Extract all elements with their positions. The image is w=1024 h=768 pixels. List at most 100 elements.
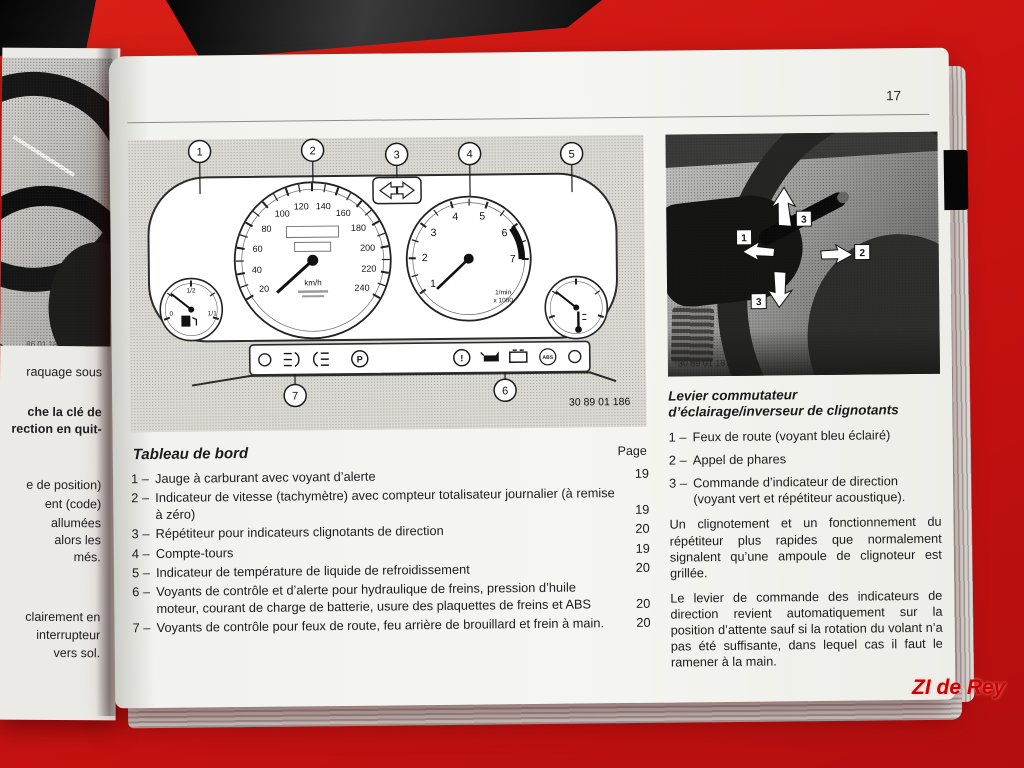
- callout-3: [384, 142, 409, 167]
- background-dark-object-left: [0, 0, 96, 56]
- svg-text:7: 7: [292, 390, 298, 402]
- callout-7: [283, 383, 307, 408]
- callout-1: [187, 139, 212, 164]
- cluster-figure: 20 40 60 80 100 120 140 160 180 200 220 …: [127, 134, 647, 433]
- page-ref: 20: [635, 559, 651, 575]
- tach-unit-label: x 1000: [493, 297, 513, 304]
- svg-text:5: 5: [479, 210, 485, 222]
- svg-text:!: !: [460, 353, 463, 363]
- stalk-label-box: [854, 243, 871, 261]
- svg-text:5: 5: [569, 149, 575, 161]
- svg-text:0: 0: [169, 311, 173, 318]
- tach-redline: [509, 225, 526, 260]
- page-number: 17: [885, 88, 902, 104]
- section-title-levier-commutateur: Levier commutateur d’éclairage/inverseur…: [668, 387, 899, 421]
- figure-number-fragment: 86 01 18: [26, 339, 58, 347]
- fuel-pump-icon: [181, 315, 198, 327]
- callout-5: [559, 141, 584, 166]
- svg-text:ABS: ABS: [542, 355, 553, 361]
- temperature-gauge: [544, 275, 609, 340]
- left-text-fragment: che la clé de: [27, 404, 102, 420]
- page-ref: 20: [636, 595, 651, 611]
- toc-item: 6 –Voyants de contrôle et d’alerte pour …: [132, 579, 651, 616]
- toc-item: 5 –Indicateur de température de liquide …: [131, 559, 651, 581]
- manual-page: 17 20 40 60 80: [108, 47, 956, 709]
- svg-text:240: 240: [354, 283, 369, 293]
- svg-text:1/2: 1/2: [187, 288, 196, 295]
- needle-shape: [12, 134, 76, 177]
- speedometer-gauge: 20 40 60 80 100 120 140 160 180 200 220 …: [233, 181, 392, 340]
- warning-lights-strip: P !: [248, 340, 591, 376]
- body-paragraph: Un clignotement et un fonctionnement du …: [669, 515, 942, 581]
- svg-text:220: 220: [361, 264, 376, 274]
- callout-4: [457, 141, 482, 166]
- stalk-label-box: [750, 293, 767, 310]
- panel-knob-left: [258, 353, 272, 367]
- svg-text:1: 1: [741, 233, 747, 244]
- cluster-base-bracket: [191, 371, 617, 387]
- svg-text:160: 160: [336, 208, 351, 218]
- stalk-label-box: [795, 210, 812, 227]
- stalk-illustration: 3 1 2 3 30 89 01 187: [665, 131, 940, 377]
- svg-text:200: 200: [360, 243, 375, 253]
- svg-text:60: 60: [253, 244, 263, 254]
- body-paragraph: Le levier de commande des indicateurs de…: [670, 588, 943, 670]
- toc-item: 3 –Répétiteur pour indicateurs clignotan…: [131, 520, 650, 542]
- left-text-fragment: ent (code): [44, 496, 102, 512]
- toc-header: Tableau de bord Page: [133, 441, 647, 463]
- svg-text:3: 3: [430, 227, 436, 239]
- left-text-fragment: e de position): [26, 477, 102, 493]
- turn-indicator-arrows-icon: [372, 176, 422, 205]
- svg-text:80: 80: [261, 224, 271, 234]
- toc-item: 7 –Voyants de contrôle pour feux de rout…: [132, 614, 651, 636]
- left-text-fragment: alors les: [54, 532, 101, 548]
- svg-text:120: 120: [294, 201, 309, 211]
- panel-knob-right: [568, 349, 582, 364]
- page-column-header: Page: [617, 443, 647, 459]
- svg-text:4: 4: [467, 149, 473, 161]
- svg-text:2: 2: [309, 145, 315, 157]
- stalk-label-box: [735, 229, 753, 246]
- tachometer-gauge: 1 2 3 4 5 6 7 1/min x 1000: [405, 195, 532, 322]
- svg-text:4: 4: [452, 211, 458, 223]
- left-text-fragment: allumées: [50, 515, 102, 531]
- stalk-callout-arrows: 3 1 2 3: [735, 186, 871, 310]
- instrument-cluster-drawing: 20 40 60 80 100 120 140 160 180 200 220 …: [147, 138, 631, 409]
- stalk-arrow-up: [770, 186, 797, 227]
- svg-text:3: 3: [394, 149, 400, 161]
- stalk-arrow-left: [741, 240, 776, 262]
- fuel-gauge: 0 1/2 1/1: [159, 277, 224, 342]
- page-ref: 19: [635, 501, 650, 517]
- parking-brake-icon: P: [351, 350, 369, 368]
- svg-text:3: 3: [801, 215, 807, 226]
- tach-needle: [436, 257, 470, 290]
- left-text-fragment: rection en quit-: [11, 421, 102, 437]
- left-text-fragment: vers sol.: [53, 645, 101, 661]
- svg-text:140: 140: [316, 201, 331, 211]
- callout-2: [300, 138, 325, 163]
- header-rule: [127, 113, 930, 124]
- stalk-list-item: 1 –Feux de route (voyant bleu éclairé): [668, 427, 891, 445]
- svg-text:P: P: [357, 354, 363, 364]
- svg-text:1/1: 1/1: [208, 310, 217, 317]
- thermometer-icon: [575, 311, 587, 333]
- svg-text:40: 40: [252, 265, 262, 275]
- tach-unit-label: 1/min: [495, 289, 511, 296]
- svg-text:6: 6: [502, 385, 508, 397]
- section-title-tableau-de-bord: Tableau de bord: [132, 444, 249, 464]
- fuel-needle: [170, 292, 192, 311]
- watermark: ZI de Rey: [912, 676, 1006, 699]
- odometer-trip: [294, 241, 332, 252]
- figure-callouts: 1 2 3 4 5 6 7: [187, 138, 584, 408]
- toc-list: 1 –Jauge à carburant avec voyant d’alert…: [131, 466, 651, 637]
- speed-unit-label: km/h: [304, 278, 321, 287]
- page-ref: 19: [635, 540, 650, 556]
- figure-number: 30 89 01 186: [569, 396, 631, 409]
- svg-text:180: 180: [351, 223, 366, 233]
- left-text-fragment: raquage sous: [26, 364, 103, 380]
- svg-text:6: 6: [501, 227, 507, 239]
- stalk-arrow-down: [766, 270, 794, 309]
- svg-text:1: 1: [196, 146, 202, 158]
- svg-text:3: 3: [756, 297, 762, 308]
